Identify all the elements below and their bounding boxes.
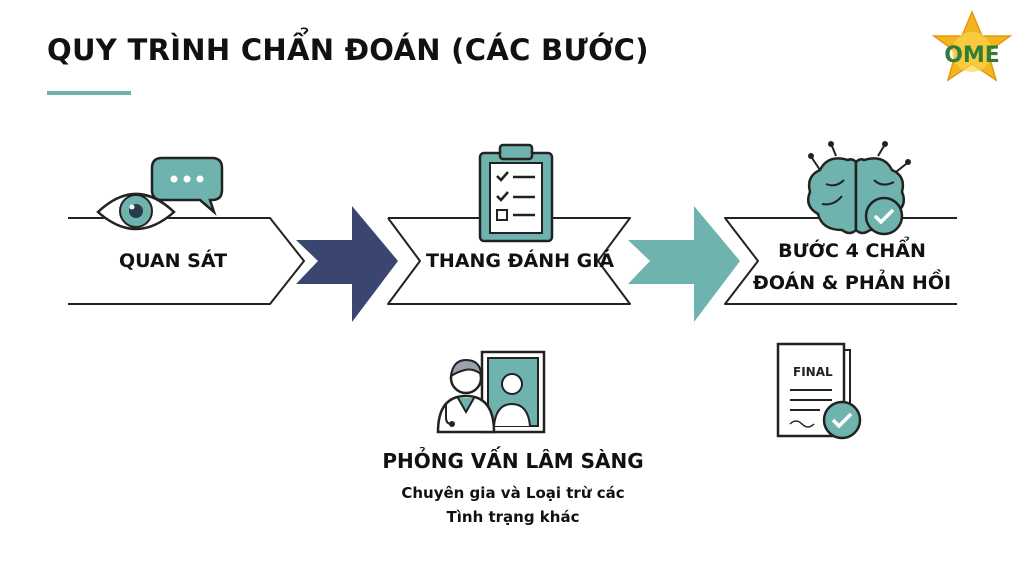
interview-label: PHỎNG VẤN LÂM SÀNG [382, 449, 644, 473]
logo-text: OME [944, 43, 1000, 68]
ome-logo: OME [931, 10, 1013, 82]
doctor-patient-icon [436, 350, 546, 434]
arrow-navy [296, 206, 398, 322]
chevron-step-2 [387, 217, 631, 305]
step-label-observe: QUAN SÁT [118, 250, 228, 272]
step-label-diagnosis-line2: ĐOÁN & PHẢN HỒI [752, 272, 952, 294]
step-label-diagnosis-line1: BƯỚC 4 CHẨN [778, 240, 926, 262]
arrow-teal [628, 206, 740, 322]
eye-speech-icon [96, 156, 224, 231]
step-label-rating-scale: THANG ĐÁNH GIÁ [425, 250, 615, 272]
clipboard-checklist-icon [478, 143, 554, 243]
page-title: QUY TRÌNH CHẨN ĐOÁN (CÁC BƯỚC) [47, 33, 649, 67]
brain-check-icon [807, 141, 911, 236]
chevron-step-3 [724, 217, 957, 305]
final-document-icon: FINAL [776, 342, 862, 440]
interview-desc-line2: Tình trạng khác [446, 508, 580, 526]
final-label: FINAL [793, 365, 833, 379]
chevron-step-1 [68, 217, 305, 305]
title-underline [47, 91, 131, 95]
interview-desc-line1: Chuyên gia và Loại trừ các [401, 484, 625, 502]
